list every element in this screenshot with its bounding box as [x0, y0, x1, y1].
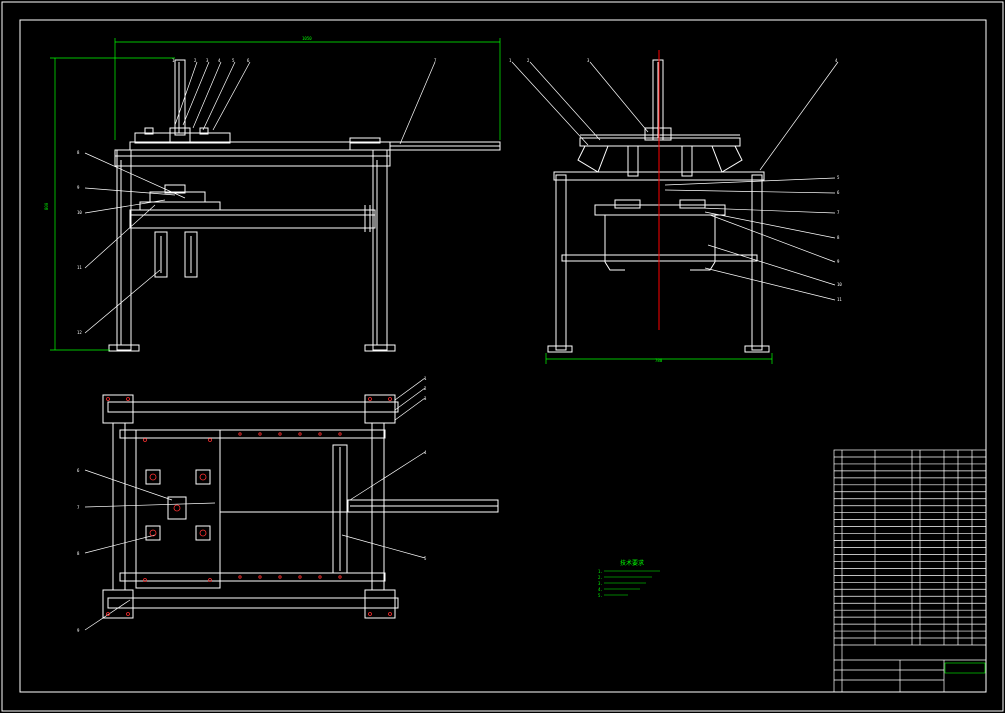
- side-width-dimension: 780: [655, 358, 663, 363]
- side-view-dimensions: [545, 353, 773, 364]
- side-balloon-5: 5: [837, 175, 840, 180]
- top-balloon-8: 8: [77, 551, 80, 556]
- balloon-11: 11: [77, 265, 82, 270]
- side-balloon-4: 4: [835, 58, 838, 63]
- top-view-balloons: 1 2 3 4 5 6 7 8 9: [77, 376, 427, 633]
- front-height-dimension: 800: [44, 202, 49, 210]
- balloon-4: 4: [218, 58, 221, 63]
- balloon-6: 6: [247, 58, 250, 63]
- front-view-dimensions: [50, 38, 501, 351]
- balloon-2: 2: [194, 58, 197, 63]
- top-balloon-3: 3: [424, 396, 427, 401]
- front-width-dimension: 1050: [302, 36, 312, 41]
- balloon-10: 10: [77, 210, 82, 215]
- side-balloon-3: 3: [587, 58, 590, 63]
- side-balloon-8: 8: [837, 235, 840, 240]
- side-balloon-7: 7: [837, 210, 840, 215]
- technical-notes: 技术要求 1. 2. 3. 4. 5.: [598, 559, 660, 598]
- side-balloon-2: 2: [527, 58, 530, 63]
- tech-notes-title: 技术要求: [620, 559, 644, 567]
- top-balloon-6: 6: [77, 468, 80, 473]
- front-view: [84, 59, 501, 352]
- top-balloon-5: 5: [424, 556, 427, 561]
- top-balloon-9: 9: [77, 628, 80, 633]
- title-block: [833, 449, 987, 693]
- top-balloon-4: 4: [424, 450, 427, 455]
- balloon-5: 5: [232, 58, 235, 63]
- side-balloon-6: 6: [837, 190, 840, 195]
- tech-note-3: 3.: [598, 581, 603, 586]
- balloon-1: 1: [172, 58, 175, 63]
- balloon-8: 8: [77, 150, 80, 155]
- side-balloon-10: 10: [837, 282, 842, 287]
- side-balloon-11: 11: [837, 297, 842, 302]
- drawing-title-box: [944, 662, 986, 674]
- front-view-balloons: 1 2 3 4 5 6 7 8 9 10 11 12: [77, 58, 437, 335]
- side-balloon-1: 1: [509, 58, 512, 63]
- top-balloon-7: 7: [77, 505, 80, 510]
- top-balloon-1: 1: [424, 376, 427, 381]
- side-view: [511, 59, 839, 353]
- tech-note-5: 5.: [598, 593, 603, 598]
- top-balloon-2: 2: [424, 386, 427, 391]
- side-balloon-9: 9: [837, 259, 840, 264]
- tech-note-2: 2.: [598, 575, 603, 580]
- balloon-3: 3: [206, 58, 209, 63]
- balloon-12: 12: [77, 330, 82, 335]
- balloon-9: 9: [77, 185, 80, 190]
- side-view-balloons: 1 2 3 4 5 6 7 8 9 10 11: [509, 58, 842, 302]
- balloon-7: 7: [434, 58, 437, 63]
- top-view: [84, 377, 499, 631]
- top-view-holes: [106, 397, 392, 616]
- tech-note-1: 1.: [598, 569, 603, 574]
- tech-note-4: 4.: [598, 587, 603, 592]
